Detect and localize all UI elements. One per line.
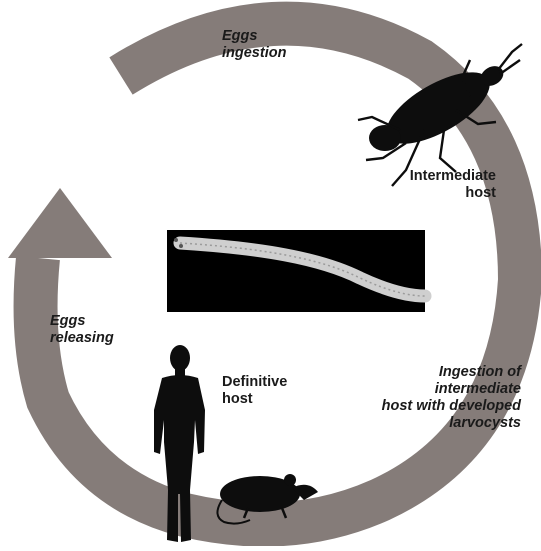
label-ingestion-of-intermediate-host: Ingestion of intermediate host with deve… [340, 364, 521, 432]
label-intermediate-host: Intermediate host [390, 168, 496, 202]
label-eggs-releasing: Eggs releasing [50, 313, 114, 347]
worm-micrograph [167, 230, 425, 312]
cycle-arrow-head [8, 188, 112, 258]
label-definitive-host: Definitive host [222, 374, 287, 408]
label-eggs-ingestion: Eggs ingestion [222, 28, 286, 62]
